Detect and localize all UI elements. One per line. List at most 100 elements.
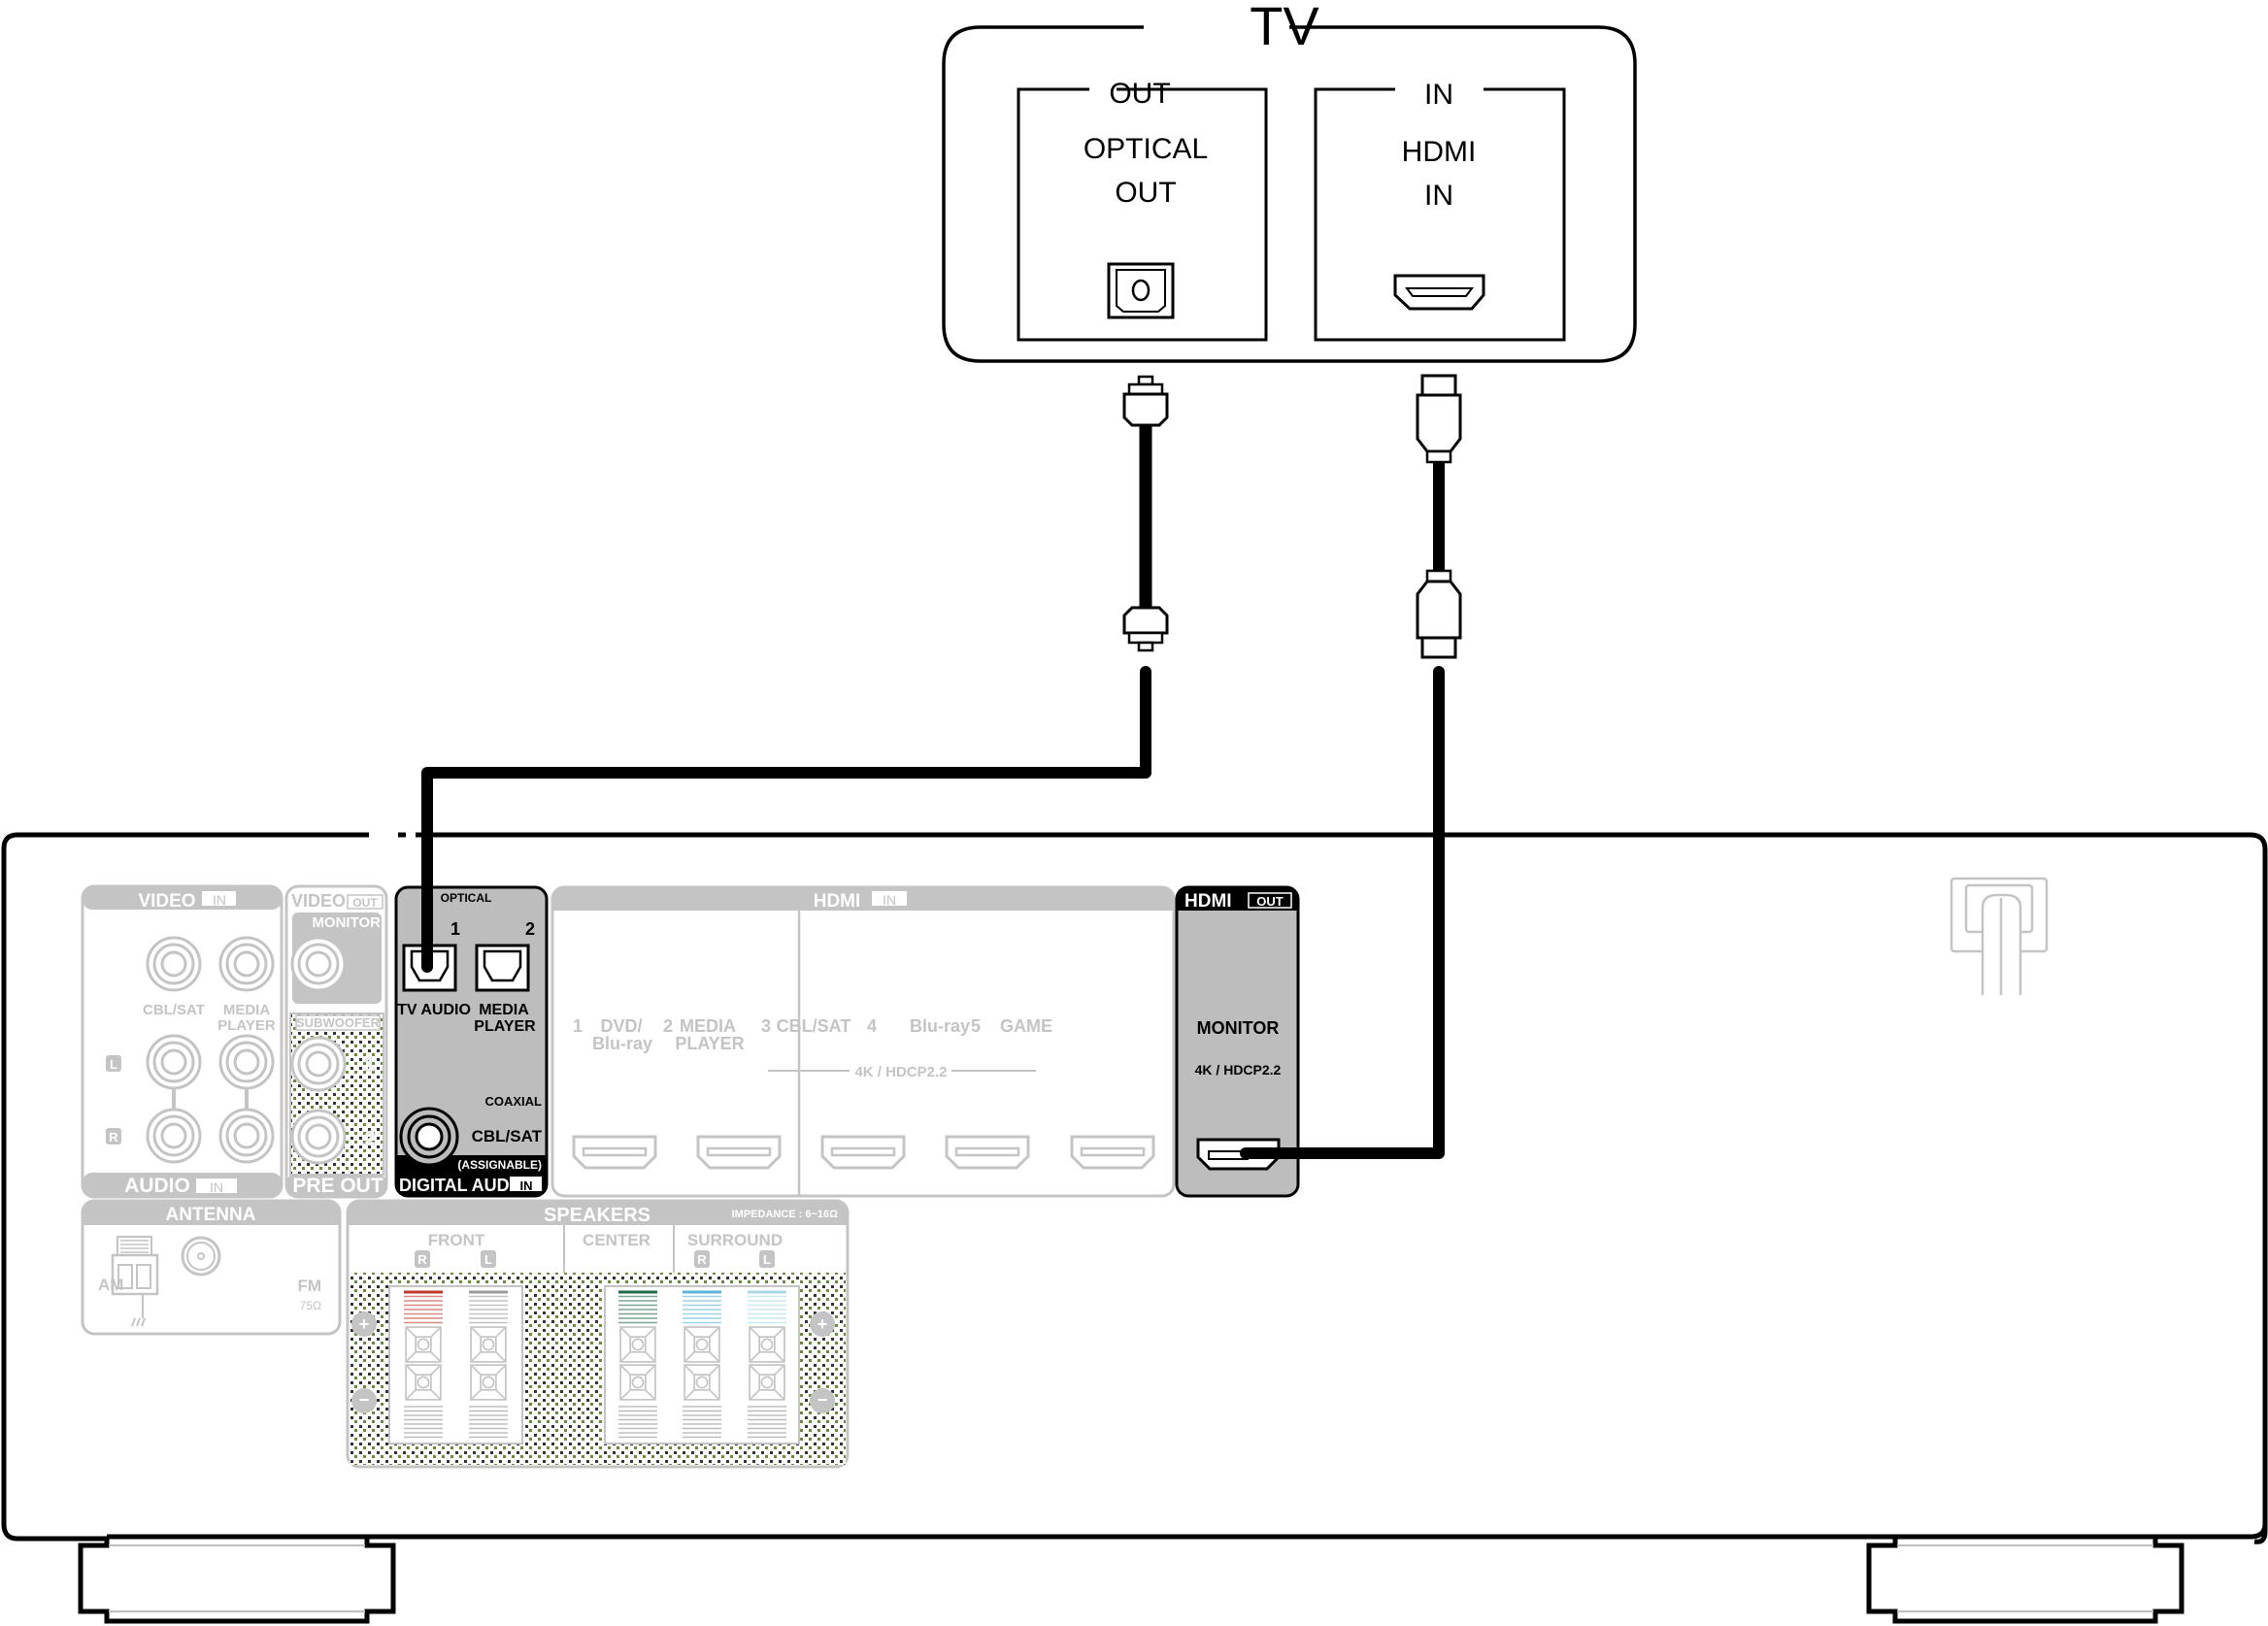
tv-panel: TV OUT OPTICAL OUT IN HDMI IN [942,0,1637,363]
hdmi-in-hdcp-label: 4K / HDCP2.2 [854,1064,947,1080]
hdmi-out-section: HDMI OUT MONITOR 4K / HDCP2.2 [1175,885,1300,1198]
tv-optical-label-2: OUT [1115,177,1176,209]
fm-terminal[interactable] [181,1236,221,1277]
hdmi-in-port-3[interactable] [820,1135,906,1170]
speaker-terminal-front-l[interactable] [469,1290,508,1439]
speakers-section: SPEAKERS IMPEDANCE : 6~16Ω FRONT CENTER … [346,1199,850,1469]
fm-label: FM [297,1277,321,1295]
video-out-header: VIDEO [291,891,346,911]
video-out-preout-section: VIDEO OUT MONITOR SUBWOOFER 1 2 PRE OUT [284,884,388,1199]
digital-audio-footer: DIGITAL AUDIO [399,1176,528,1195]
minus-icon: − [817,1390,828,1410]
label-l: L [110,1057,117,1072]
coaxial-label: COAXIAL [485,1094,543,1109]
rca-sub-1[interactable] [290,1036,347,1092]
minus-icon: − [359,1390,370,1410]
hdmi-in-4-num: 4 [867,1016,877,1036]
left-foot [78,1538,396,1624]
power-cord-icon [1950,877,2049,995]
hdmi-port-icon[interactable] [1393,274,1485,311]
hdmi-in-badge: IN [883,892,896,908]
hdmi-in-header: HDMI [814,891,861,912]
tv-hdmi-label: HDMI [1402,136,1477,168]
video-in-badge: IN [213,892,226,908]
hdmi-in-2-num: 2 [663,1016,673,1036]
video-audio-in-section: VIDEO IN CBL/SAT MEDIA PLAYER L R AUDIO … [81,884,284,1199]
hdmi-cable[interactable] [1240,374,1462,1159]
sub-1-label: 1 [364,1054,375,1076]
hdmi-in-4-l1: Blu-ray [910,1016,970,1036]
optical-1-num: 1 [450,919,460,939]
hdmi-in-port-2[interactable] [696,1135,782,1170]
front-label: FRONT [428,1231,485,1249]
hdmi-in-5-l1: GAME [1000,1016,1052,1036]
hdmi-in-3-num: 3 [761,1016,771,1036]
tv-title: TV [1250,0,1319,56]
rca-monitor-out[interactable] [290,936,347,992]
hdmi-out-badge: OUT [1256,894,1284,909]
hdmi-out-monitor-label: MONITOR [1197,1018,1280,1038]
monitor-label: MONITOR [312,914,381,931]
tv-audio-label: TV AUDIO [397,1002,471,1018]
hdmi-in-port-1[interactable] [572,1135,657,1170]
speaker-terminal-surround-l[interactable] [748,1290,786,1439]
hdmi-in-section: HDMI IN 1 DVD/ Blu-ray 2 MEDIA PLAYER 3 … [550,885,1176,1198]
tv-out-group: OUT OPTICAL OUT [1017,78,1268,342]
front-l-label: L [484,1252,492,1267]
hdmi-in-1-l2: Blu-ray [592,1034,652,1053]
optical-port-media-player[interactable] [475,944,530,992]
center-label: CENTER [583,1231,650,1249]
hdmi-in-3-l1: CBL/SAT [777,1016,851,1036]
surround-l-label: L [763,1252,771,1267]
surround-label: SURROUND [687,1231,783,1249]
front-r-label: R [417,1252,427,1267]
coaxial-port-cblsat[interactable] [399,1107,459,1167]
optical-2-num: 2 [525,919,535,939]
speakers-header: SPEAKERS [544,1205,650,1226]
plus-icon: + [359,1314,370,1334]
sub-2-label: 2 [364,1128,375,1149]
antenna-header: ANTENNA [166,1205,256,1225]
pre-out-footer: PRE OUT [292,1175,384,1197]
receiver-body [1,831,2268,1624]
audio-in-footer: AUDIO [124,1175,190,1197]
speaker-terminal-front-r[interactable] [404,1290,443,1439]
assignable-label: (ASSIGNABLE) [457,1158,542,1172]
hdmi-in-1-l1: DVD/ [600,1016,642,1036]
am-terminal[interactable] [111,1236,159,1327]
media-label: MEDIA [479,1002,529,1018]
label-cblsat: CBL/SAT [143,1002,205,1018]
digital-audio-badge: IN [520,1178,533,1193]
optical-port-icon[interactable] [1107,262,1175,319]
antenna-section: ANTENNA AM FM 75Ω [81,1199,342,1336]
fm-ohm-label: 75Ω [300,1299,321,1312]
hdmi-in-2-l1: MEDIA [680,1016,736,1036]
tv-out-header: OUT [1109,78,1170,110]
rca-sub-2[interactable] [290,1109,347,1165]
player-label: PLAYER [474,1018,536,1035]
optical-label: OPTICAL [441,891,492,905]
tv-optical-label: OPTICAL [1084,133,1208,165]
am-label: AM [98,1276,123,1294]
impedance-label: IMPEDANCE : 6~16Ω [732,1209,839,1220]
optical-cable[interactable] [421,375,1169,973]
hdmi-in-2-l2: PLAYER [675,1034,744,1053]
speaker-terminal-center[interactable] [618,1290,657,1439]
digital-audio-in-section: OPTICAL 1 2 TV AUDIO MEDIA PLAYER COAXIA… [394,885,549,1198]
surround-r-label: R [697,1252,707,1267]
tv-in-header: IN [1424,79,1453,111]
hdmi-in-1-num: 1 [573,1016,583,1036]
hdmi-out-header: HDMI [1184,891,1232,912]
plus-icon: + [817,1314,828,1334]
coaxial-cblsat-label: CBL/SAT [472,1127,543,1145]
hdmi-in-port-4[interactable] [945,1135,1030,1170]
tv-hdmi-label-2: IN [1424,180,1453,212]
subwoofer-label: SUBWOOFER [296,1015,381,1030]
speaker-terminal-surround-r[interactable] [683,1290,721,1439]
tv-in-group: IN HDMI IN [1314,79,1566,342]
video-in-header: VIDEO [138,891,195,912]
hdmi-in-port-5[interactable] [1070,1135,1155,1170]
hdmi-out-hdcp-label: 4K / HDCP2.2 [1195,1062,1282,1078]
right-foot [1866,1538,2185,1624]
